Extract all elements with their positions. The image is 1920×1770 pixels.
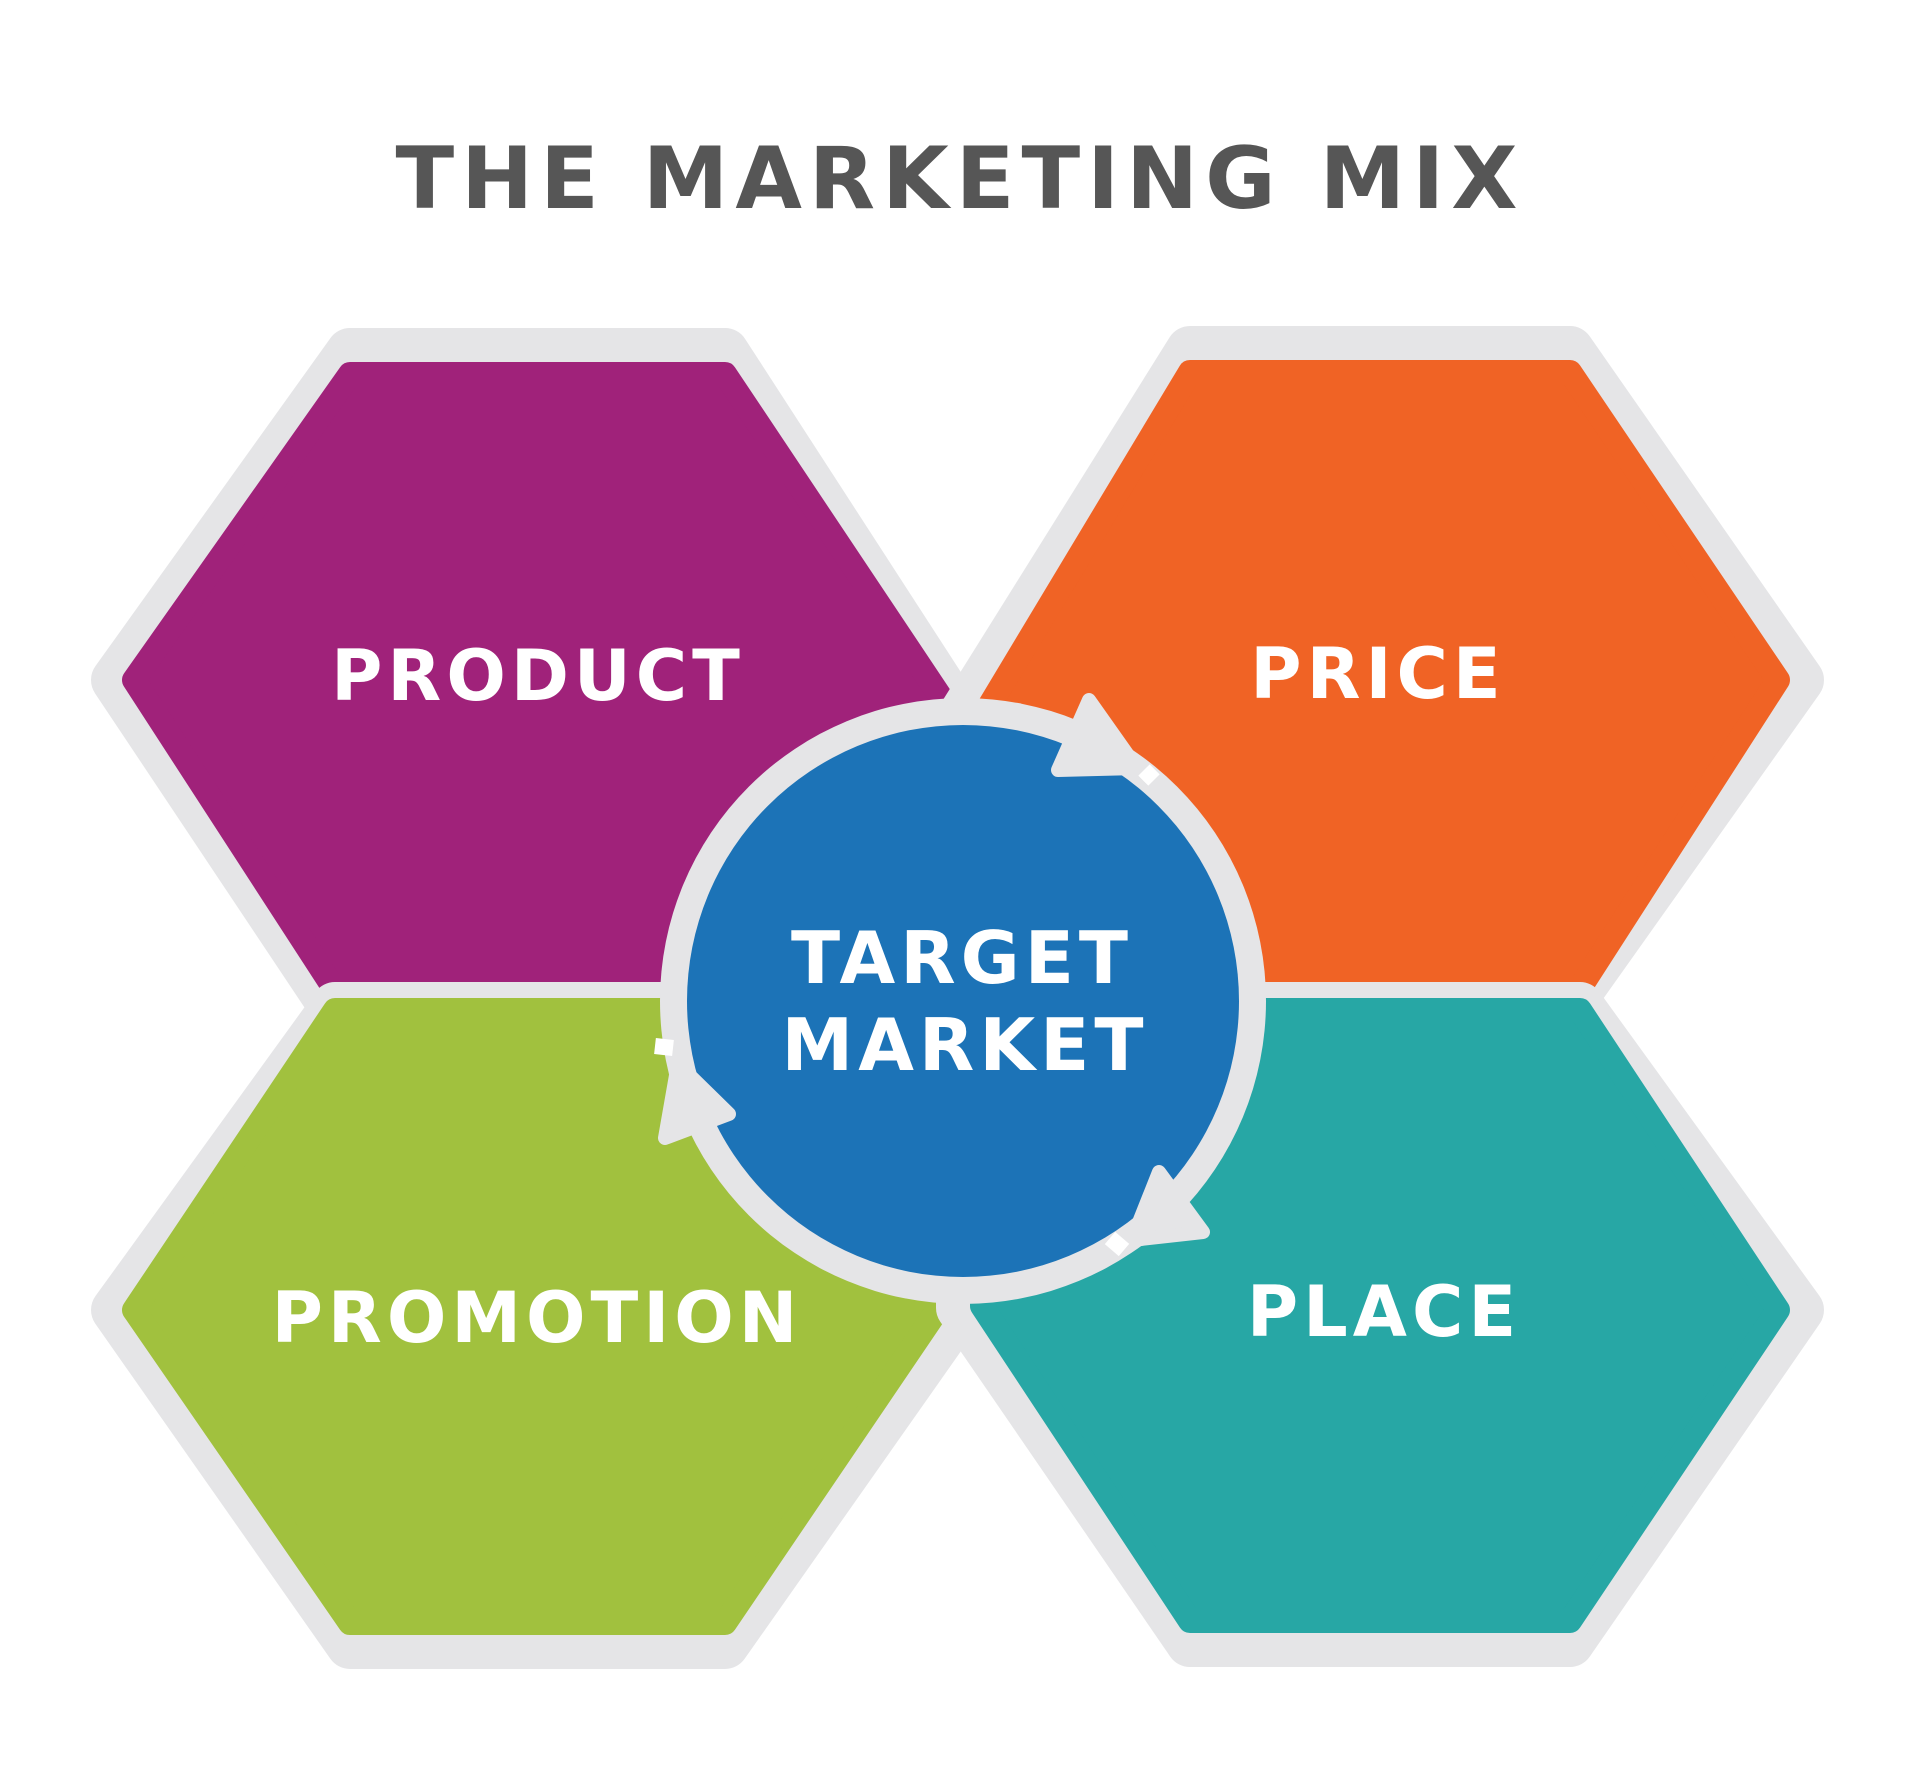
- cycle-arrow-icon: [1051, 693, 1144, 777]
- cycle-arrow-icon: [658, 1057, 736, 1145]
- center-circle: [687, 725, 1239, 1277]
- center-label-line2: MARKET: [782, 1003, 1149, 1087]
- diagram-title: THE MARKETING MIX: [395, 129, 1524, 229]
- segment-label-promotion: PROMOTION: [272, 1277, 803, 1359]
- arrowhead-icon: [658, 1057, 736, 1145]
- ring-gap: [654, 1038, 674, 1056]
- ring-gap: [1138, 764, 1160, 786]
- segment-label-place: PLACE: [1247, 1271, 1521, 1353]
- arrowhead-icon: [1051, 693, 1144, 777]
- cycle-arrow-icon: [1125, 1165, 1210, 1247]
- ring-gap: [1104, 1231, 1130, 1257]
- center-label-line1: TARGET: [791, 916, 1133, 1000]
- segment-label-price: PRICE: [1250, 633, 1505, 715]
- arrowhead-icon: [1125, 1165, 1210, 1247]
- segment-label-product: PRODUCT: [331, 635, 745, 717]
